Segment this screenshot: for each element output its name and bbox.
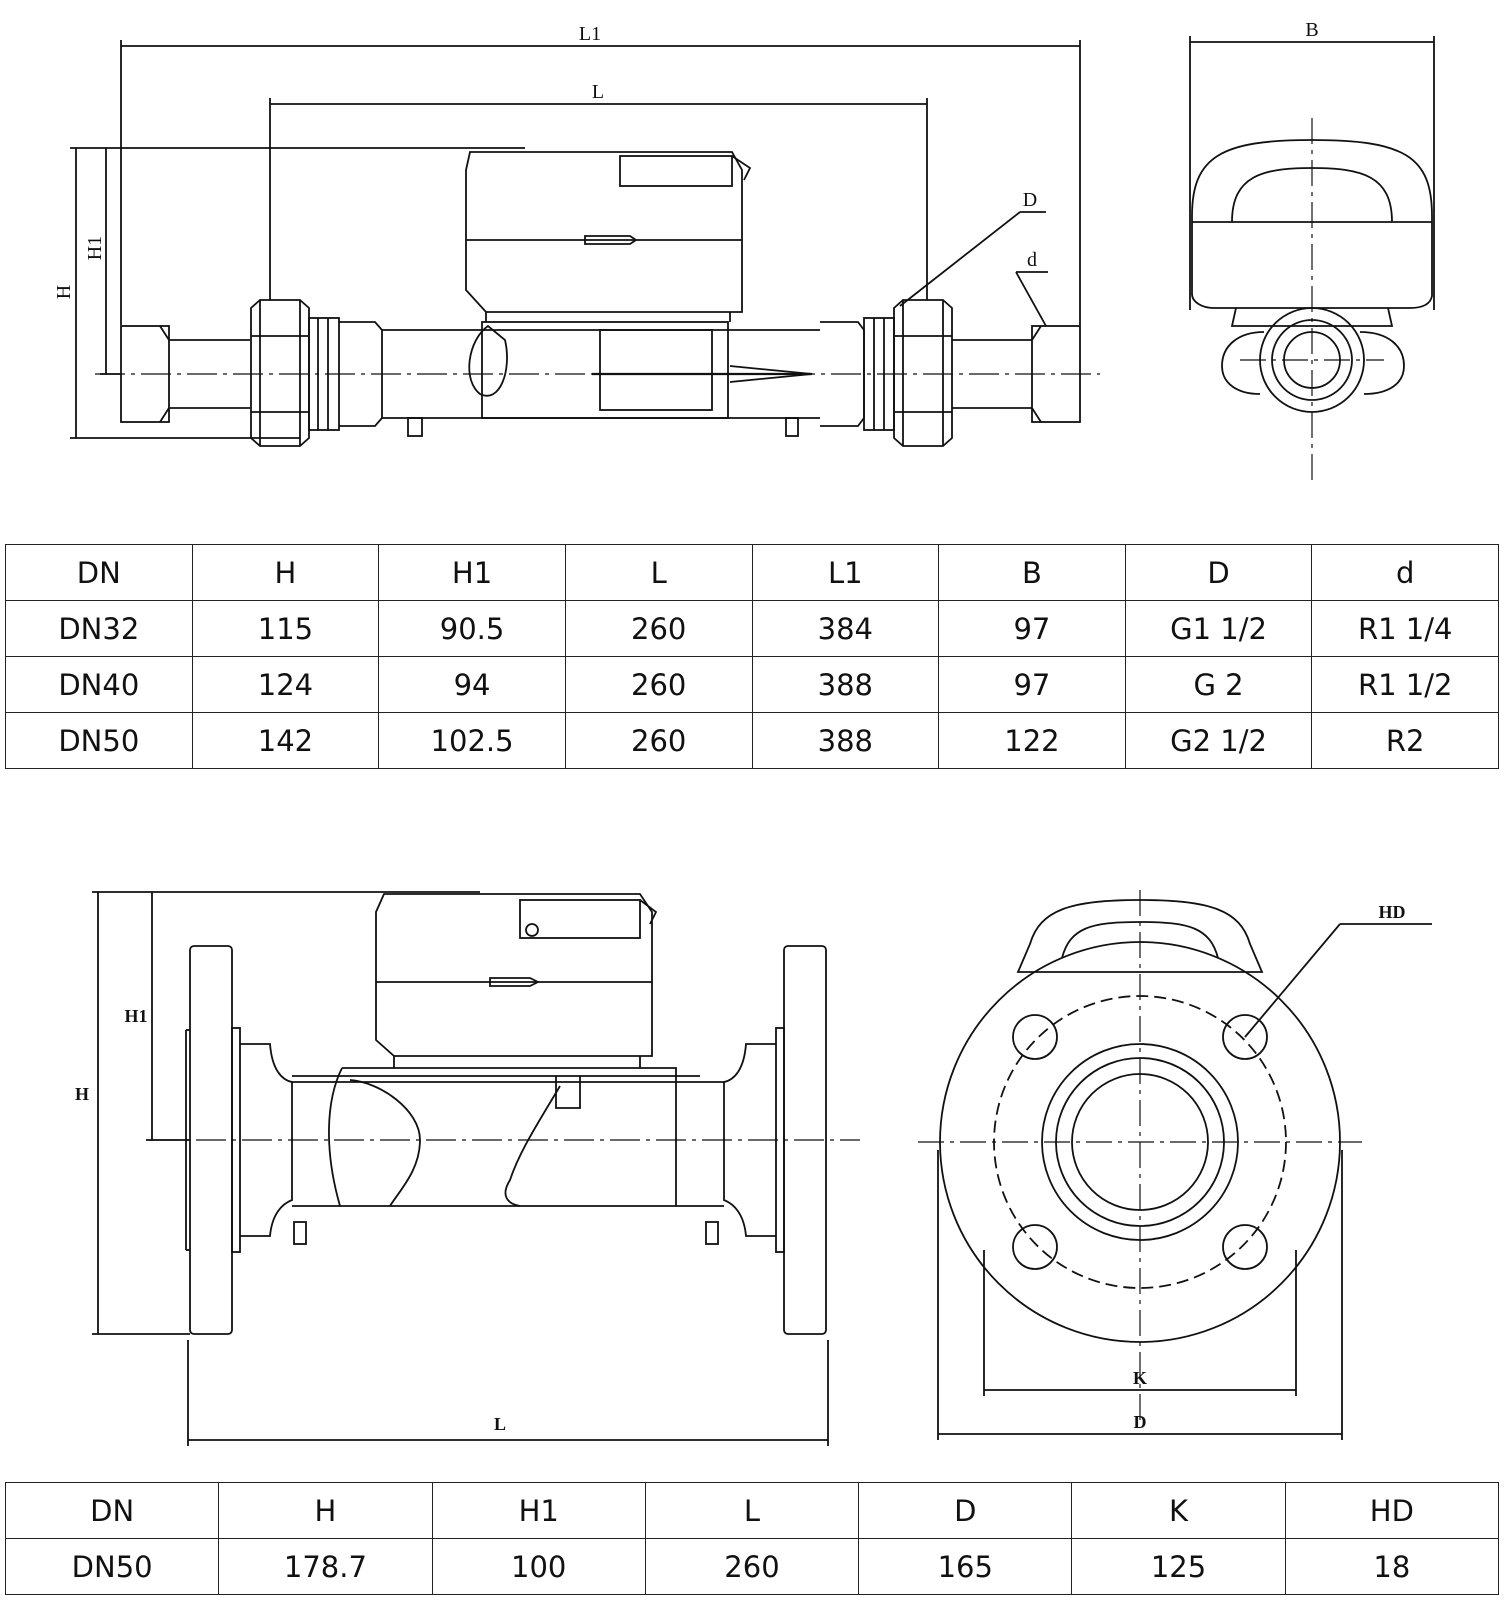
dim-label-B: B bbox=[1305, 19, 1318, 41]
table-cell: G 2 bbox=[1124, 656, 1313, 713]
dim-label-L: L bbox=[494, 1414, 506, 1434]
table-cell: 388 bbox=[751, 712, 940, 769]
table-header-cell: L bbox=[564, 544, 753, 601]
table-row: DN50 178.7 100 260 165 125 18 bbox=[4, 1538, 1500, 1595]
table-header-cell: D bbox=[1124, 544, 1313, 601]
table-row: DN32 115 90.5 260 384 97 G1 1/2 R1 1/4 bbox=[5, 600, 1499, 657]
table-header-cell: K bbox=[1071, 1482, 1286, 1539]
dim-label-K: K bbox=[1133, 1368, 1147, 1388]
table-cell: R2 bbox=[1311, 712, 1499, 769]
table-header-cell: H1 bbox=[378, 544, 566, 601]
dim-label-D: D bbox=[1023, 189, 1037, 211]
table-cell: DN50 bbox=[4, 1538, 220, 1595]
table-cell: 260 bbox=[564, 712, 753, 769]
table-header-row: DN H H1 L L1 B D d bbox=[5, 544, 1499, 601]
table-cell: 102.5 bbox=[378, 712, 566, 769]
table-header-cell: H bbox=[218, 1482, 433, 1539]
table-cell: 384 bbox=[751, 600, 940, 657]
table-cell: 18 bbox=[1284, 1538, 1500, 1595]
dim-label-L1: L1 bbox=[579, 23, 601, 45]
table-cell: DN50 bbox=[5, 712, 193, 769]
table-cell: R1 1/2 bbox=[1311, 656, 1499, 713]
table-cell: R1 1/4 bbox=[1311, 600, 1499, 657]
dim-label-L: L bbox=[592, 81, 604, 103]
dim-label-H1: H1 bbox=[124, 1006, 147, 1026]
table-cell: DN32 bbox=[5, 600, 193, 657]
dim-label-HD: HD bbox=[1379, 902, 1406, 922]
table-header-cell: H bbox=[191, 544, 380, 601]
table-row: DN50 142 102.5 260 388 122 G2 1/2 R2 bbox=[5, 712, 1499, 769]
threaded-dimensions-table: DN H H1 L L1 B D d DN32 115 90.5 260 384… bbox=[5, 544, 1499, 769]
table-header-cell: H1 bbox=[431, 1482, 646, 1539]
table-cell: 178.7 bbox=[218, 1538, 433, 1595]
table-cell: 122 bbox=[938, 712, 1126, 769]
table-header-cell: DN bbox=[4, 1482, 220, 1539]
threaded-meter-drawing: L1 L B H H1 D d bbox=[53, 19, 1435, 482]
dim-label-D: D bbox=[1134, 1412, 1147, 1432]
table-header-cell: L1 bbox=[751, 544, 940, 601]
table-cell: 124 bbox=[191, 656, 380, 713]
flanged-dimensions-table: DN H H1 L D K HD DN50 178.7 100 260 165 … bbox=[4, 1482, 1500, 1595]
dim-label-H: H bbox=[75, 1084, 89, 1104]
table-cell: DN40 bbox=[5, 656, 193, 713]
table-cell: 165 bbox=[858, 1538, 1073, 1595]
table-header-row: DN H H1 L D K HD bbox=[4, 1482, 1500, 1539]
dim-label-d: d bbox=[1027, 249, 1037, 271]
table-cell: G2 1/2 bbox=[1124, 712, 1313, 769]
table-cell: 90.5 bbox=[378, 600, 566, 657]
table-cell: 142 bbox=[191, 712, 380, 769]
table-cell: 388 bbox=[751, 656, 940, 713]
table-cell: 97 bbox=[938, 600, 1126, 657]
table-header-cell: DN bbox=[5, 544, 193, 601]
table-cell: 125 bbox=[1071, 1538, 1286, 1595]
table-cell: 260 bbox=[564, 600, 753, 657]
flanged-meter-drawing: H H1 L HD K D bbox=[75, 890, 1432, 1446]
table-cell: 97 bbox=[938, 656, 1126, 713]
table-cell: 100 bbox=[431, 1538, 646, 1595]
table-row: DN40 124 94 260 388 97 G 2 R1 1/2 bbox=[5, 656, 1499, 713]
table-cell: 260 bbox=[564, 656, 753, 713]
table-cell: G1 1/2 bbox=[1124, 600, 1313, 657]
table-header-cell: D bbox=[858, 1482, 1073, 1539]
dim-label-H: H bbox=[53, 285, 75, 299]
table-cell: 260 bbox=[644, 1538, 860, 1595]
dim-label-H1: H1 bbox=[84, 236, 106, 260]
table-header-cell: HD bbox=[1284, 1482, 1500, 1539]
table-header-cell: L bbox=[644, 1482, 860, 1539]
